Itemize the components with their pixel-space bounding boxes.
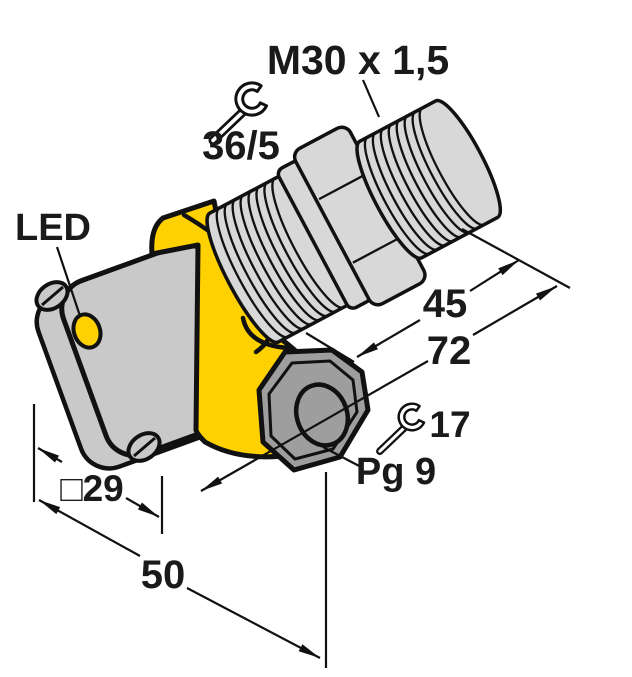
flange-screw-top — [34, 280, 70, 312]
dimension-line-50 — [38, 499, 321, 659]
dimension-line-72 — [200, 285, 558, 492]
gland-stub-rim — [240, 315, 291, 351]
leader-lines — [55, 79, 381, 469]
thread-lines-rear — [215, 177, 345, 339]
thread-spec-leader — [361, 79, 381, 118]
dimension-50-label: 50 — [141, 553, 186, 597]
threaded-barrel — [205, 98, 503, 345]
dimension-45-label: 45 — [423, 282, 468, 326]
dimension-line-45 — [356, 259, 520, 358]
gland-thread-label: Pg 9 — [356, 451, 436, 493]
extension-lines — [32, 228, 571, 668]
led-leader — [55, 246, 82, 317]
wrench-size-gland-label: 17 — [429, 404, 470, 445]
dimension-line-29 — [37, 447, 160, 518]
flange-screw-bottom — [126, 431, 162, 463]
gland-leader — [322, 446, 364, 469]
thread-lines-tip — [363, 106, 485, 256]
dimension-72-label: 72 — [427, 329, 472, 373]
dimension-29-label: □29 — [60, 468, 124, 509]
wrench-size-barrel-label: 36/5 — [202, 124, 280, 168]
led-indicator — [71, 312, 103, 350]
wrench-icon — [208, 81, 269, 145]
wrench-icon — [376, 402, 426, 455]
led-label: LED — [15, 207, 91, 249]
gland-hex-nut — [256, 347, 371, 473]
thread-spec-label: M30 x 1,5 — [267, 37, 449, 83]
